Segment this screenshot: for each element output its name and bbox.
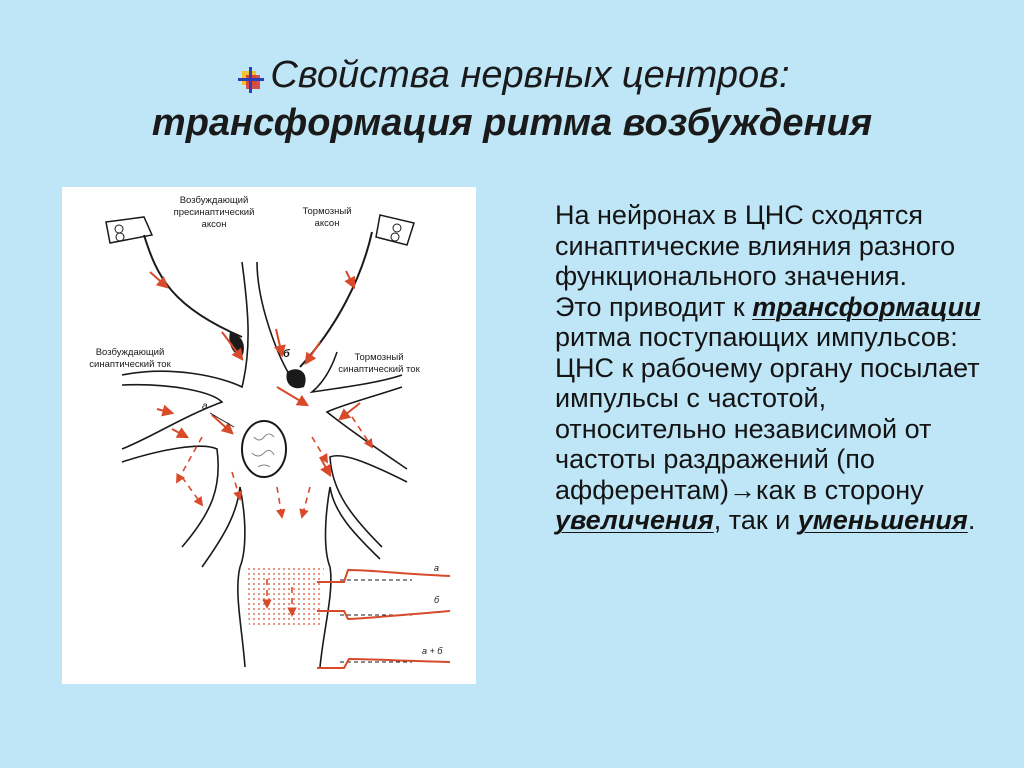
mark-b: б: [283, 348, 291, 360]
current-arrows: [149, 270, 361, 478]
svg-text:аксон: аксон: [202, 219, 227, 230]
label-excitatory-axon: Возбуждающий пресинаптический аксон: [174, 195, 255, 230]
paragraph-2: Это приводит к трансформации ритма посту…: [555, 291, 981, 536]
potential-trace-a: а: [317, 563, 451, 583]
neuron-outline: [121, 261, 408, 668]
label-inhibitory-axon: Тормозный аксон: [302, 206, 351, 229]
svg-text:Возбуждающий: Возбуждающий: [180, 195, 249, 206]
excitatory-axon-end: [105, 216, 154, 244]
svg-text:а + б: а + б: [422, 646, 443, 656]
paragraph-1: На нейронах в ЦНС сходятся синаптические…: [555, 200, 956, 291]
title-line-1: Свойства нервных центров:: [234, 52, 790, 98]
svg-text:Тормозный: Тормозный: [302, 206, 351, 217]
axon-hillock-shading: [245, 567, 324, 627]
current-dashed-arrows: [176, 416, 374, 617]
title-line-1-text: Свойства нервных центров:: [270, 54, 790, 96]
nucleus: [241, 420, 287, 478]
potential-trace-ab: а + б: [317, 646, 451, 669]
neuron-diagram: Возбуждающий пресинаптический аксон Торм…: [62, 187, 476, 684]
svg-text:синаптический ток: синаптический ток: [89, 359, 171, 370]
title-line-2: трансформация ритма возбуждения: [151, 102, 873, 144]
label-inhibitory-current: Тормозный синаптический ток: [338, 352, 420, 375]
inhibitory-axon: [299, 231, 373, 368]
label-a-pointer: [209, 412, 235, 428]
inhibitory-axon-end: [375, 214, 415, 246]
svg-text:Тормозный: Тормозный: [354, 352, 403, 363]
nucleus-texture: [251, 433, 275, 468]
svg-text:а: а: [434, 563, 439, 573]
svg-text:синаптический ток: синаптический ток: [338, 364, 420, 375]
emphasis-transformation: трансформации: [752, 291, 981, 322]
square-cross-bullet-icon: [234, 60, 268, 93]
excitatory-axon: [143, 234, 243, 338]
potential-trace-b: б: [317, 595, 451, 621]
svg-text:пресинаптический: пресинаптический: [174, 207, 255, 218]
body-text: На нейронах в ЦНС сходятся синаптические…: [555, 200, 995, 536]
svg-text:б: б: [434, 595, 440, 605]
svg-text:аксон: аксон: [315, 218, 340, 229]
emphasis-increase: увеличения: [555, 505, 714, 535]
svg-text:Возбуждающий: Возбуждающий: [96, 347, 165, 358]
mark-a: а: [202, 401, 208, 412]
emphasis-decrease: уменьшения: [797, 505, 968, 535]
inhibitory-synapse-terminal: [286, 369, 306, 389]
slide-title: Свойства нервных центров: трансформация …: [0, 52, 1024, 146]
label-excitatory-current: Возбуждающий синаптический ток: [89, 347, 171, 370]
